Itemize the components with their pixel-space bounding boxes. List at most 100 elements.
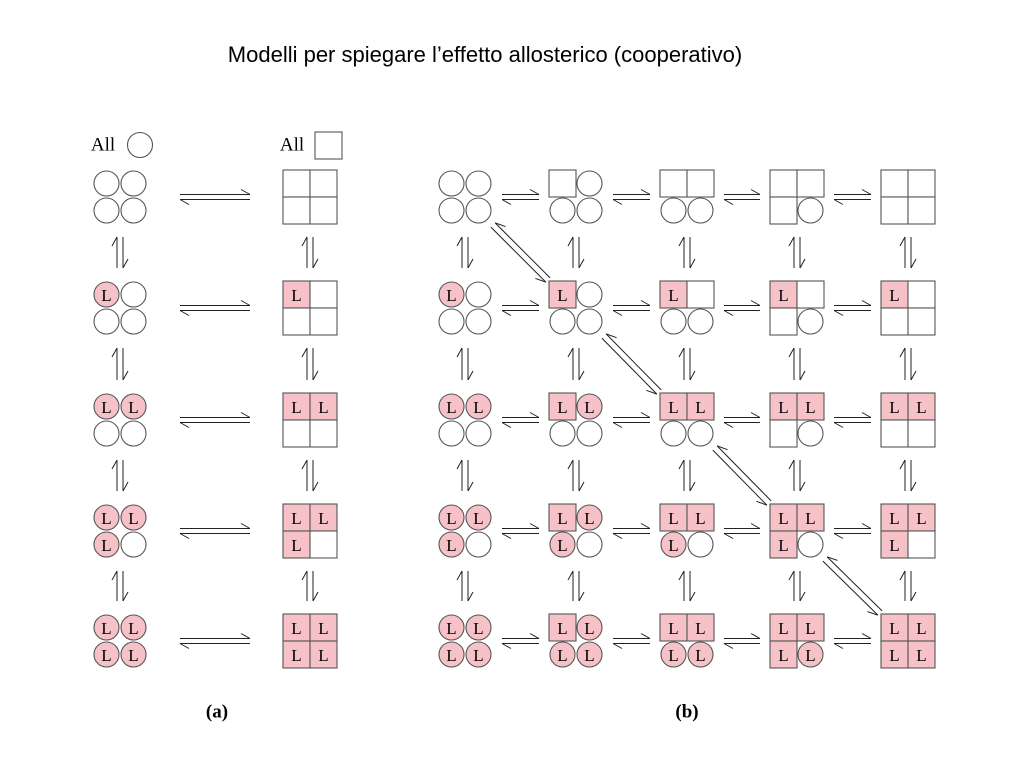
bound-square-subunit	[880, 503, 909, 532]
bound-square-subunit	[659, 392, 688, 421]
panel-b-equilibrium-vertical	[788, 347, 806, 381]
bound-circle-subunit	[576, 504, 603, 531]
panel-b-equilibrium-diagonal	[822, 556, 883, 616]
panel-a-equilibrium-vertical	[111, 347, 129, 381]
ligand-label: L	[584, 398, 594, 417]
square-subunit	[309, 530, 338, 559]
bound-square-subunit	[282, 640, 311, 669]
ligand-label: L	[695, 646, 705, 665]
bound-square-subunit	[282, 613, 311, 642]
bound-circle-subunit	[797, 641, 824, 668]
ligand-label: L	[557, 536, 567, 555]
panel-b-equilibrium-vertical	[567, 236, 585, 269]
ligand-label: L	[473, 509, 483, 528]
panel-b-label: (b)	[675, 702, 698, 723]
square-subunit	[907, 307, 936, 336]
square-subunit	[907, 196, 936, 225]
ligand-label: L	[318, 619, 328, 638]
bound-square-subunit	[309, 503, 338, 532]
ligand-label: L	[318, 509, 328, 528]
bound-square-subunit	[907, 503, 936, 532]
circle-subunit	[549, 420, 576, 447]
ligand-label: L	[916, 509, 926, 528]
panel-b-equilibrium-horizontal	[612, 523, 651, 539]
ligand-label: L	[128, 619, 138, 638]
ligand-label: L	[889, 536, 899, 555]
circle-subunit	[687, 420, 714, 447]
square-subunit	[796, 280, 825, 309]
panel-b-equilibrium-horizontal	[723, 412, 761, 428]
bound-square-subunit	[548, 613, 577, 642]
ligand-label: L	[695, 398, 705, 417]
square-subunit	[309, 196, 338, 225]
circle-subunit	[576, 281, 603, 308]
panel-b-tetramer: L	[769, 280, 825, 336]
square-subunit	[309, 280, 338, 309]
bound-square-subunit	[548, 392, 577, 421]
square-subunit	[880, 169, 909, 198]
square-subunit	[282, 169, 311, 198]
bound-square-subunit	[796, 392, 825, 421]
bound-circle-subunit	[93, 641, 120, 668]
square-subunit	[659, 169, 688, 198]
bound-circle-subunit	[120, 393, 147, 420]
panel-a-equilibrium-vertical	[301, 459, 319, 492]
circle-subunit	[93, 197, 120, 224]
bound-square-subunit	[548, 280, 577, 309]
ligand-label: L	[778, 286, 788, 305]
bound-circle-subunit	[93, 614, 120, 641]
panel-b-equilibrium-diagonal	[601, 333, 662, 395]
panel-b-tetramer	[769, 169, 825, 225]
panel-b-tetramer: L	[659, 280, 715, 335]
circle-subunit	[120, 170, 147, 197]
ligand-label: L	[584, 619, 594, 638]
bound-square-subunit	[880, 530, 909, 559]
ligand-label: L	[584, 509, 594, 528]
panel-b-tetramer	[438, 170, 492, 224]
ligand-label: L	[668, 646, 678, 665]
bound-square-subunit	[282, 280, 311, 309]
ligand-label: L	[446, 536, 456, 555]
bound-circle-subunit	[549, 641, 576, 668]
circle-subunit	[576, 531, 603, 558]
circle-subunit	[660, 308, 687, 335]
square-subunit	[309, 419, 338, 448]
panel-b-equilibrium-horizontal	[833, 412, 872, 428]
square-subunit	[686, 169, 715, 198]
circle-subunit	[120, 531, 147, 558]
ligand-label: L	[557, 509, 567, 528]
circle-subunit	[120, 420, 147, 447]
ligand-label: L	[889, 286, 899, 305]
panel-a-square-tetramer: L	[282, 280, 338, 336]
panel-b-equilibrium-horizontal	[723, 523, 761, 539]
panel-a-square-tetramer	[282, 169, 338, 225]
circle-subunit	[465, 281, 492, 308]
ligand-label: L	[128, 398, 138, 417]
panel-b-tetramer	[880, 169, 936, 225]
panel-b-equilibrium-horizontal	[833, 189, 872, 205]
panel-b-equilibrium-horizontal	[833, 523, 872, 539]
bound-square-subunit	[769, 613, 798, 642]
square-subunit	[548, 169, 577, 198]
panel-a-equilibrium-vertical	[301, 570, 319, 602]
bound-square-subunit	[686, 613, 715, 642]
panel-b-equilibrium-horizontal	[723, 633, 761, 649]
panel-b-tetramer	[548, 169, 603, 224]
bound-circle-subunit	[93, 531, 120, 558]
square-subunit	[907, 419, 936, 448]
panel-a-circle-tetramer: L	[93, 281, 147, 335]
ligand-label: L	[101, 398, 111, 417]
panel-b-equilibrium-vertical	[788, 570, 806, 602]
ligand-label: L	[668, 398, 678, 417]
ligand-label: L	[805, 646, 815, 665]
bound-circle-subunit	[120, 504, 147, 531]
square-subunit	[282, 196, 311, 225]
panel-b-equilibrium-vertical	[456, 236, 474, 269]
panel-b-equilibrium-diagonal	[712, 445, 772, 506]
